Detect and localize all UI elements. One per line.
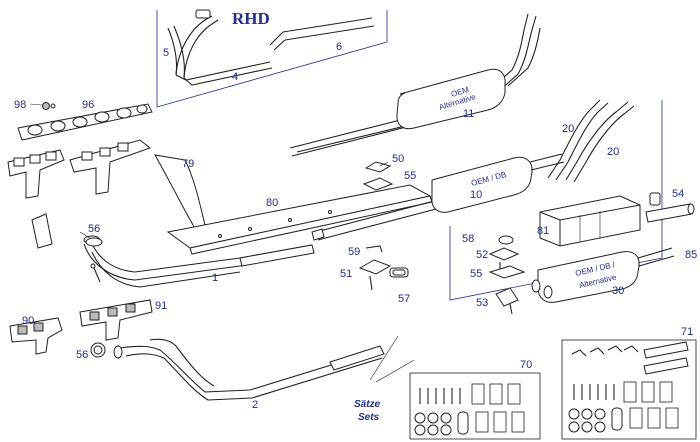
clamp-51 [358,259,392,291]
part-label-10: 10 [470,189,482,201]
heat-shield-81 [539,195,641,247]
rhd-inset: RHD 5 4 6 [156,9,388,108]
part-label-5: 5 [163,47,169,59]
sets-label-en: Sets [358,412,380,423]
bracket-left [31,213,53,249]
part-label-20a: 20 [562,123,574,135]
rear-muffler-11: OEM Alternative [289,13,541,157]
tail-pipes-20 [547,99,635,183]
kit-71-bolts [573,384,615,400]
part-label-55a: 55 [404,170,416,182]
exhaust-manifold-left [7,139,152,199]
part-label-98: 98 [14,99,26,111]
exhaust-manifold-96 [17,103,153,141]
hanger-55 [362,177,394,191]
part-label-79: 79 [182,158,194,170]
part-label-96: 96 [82,99,94,111]
manifold-98 [29,102,56,110]
part-label-2: 2 [252,399,258,411]
part-label-6: 6 [336,41,342,53]
clamp-59 [365,245,383,253]
part-label-53: 53 [476,297,488,309]
sets-callout: Sätze Sets [354,335,415,423]
rhd-label: RHD [232,9,270,28]
middle-muffler-10: OEM / DB [311,153,565,241]
part-label-50: 50 [392,153,404,165]
part-label-51: 51 [340,268,352,280]
part-label-58: 58 [462,233,474,245]
part-label-54: 54 [672,188,684,200]
front-pipe-2 [113,338,385,401]
gasket-58 [498,235,514,245]
kit-71-clamps [571,345,639,357]
heat-shield-80 [166,184,433,255]
part-label-70: 70 [520,359,532,371]
rhd-clamp [195,9,211,19]
part-label-30: 30 [612,285,624,297]
fitting-54 [649,192,661,206]
part-label-56a: 56 [88,223,100,235]
rhd-pipe-4 [167,9,273,86]
bracket-53 [495,287,519,315]
rhd-pipe-6 [269,17,375,51]
bolt-left [90,263,101,283]
front-pipe-1 [83,235,315,288]
kit-70 [409,372,541,440]
kit-70-bolts [419,388,461,404]
part-label-81: 81 [537,225,549,237]
part-label-71: 71 [681,326,693,338]
part-label-55b: 55 [470,268,482,280]
part-label-20b: 20 [607,146,619,158]
clamp-57 [389,267,409,278]
part-label-52: 52 [476,249,488,261]
part-label-80: 80 [266,197,278,209]
part-label-11: 11 [463,108,474,120]
manifold-90 [9,317,63,355]
part-label-91: 91 [155,300,167,312]
heat-shield-79 [154,154,206,231]
hanger-55b [488,265,526,279]
part-label-4: 4 [232,71,238,83]
part-label-59: 59 [348,246,360,258]
part-label-56b: 56 [76,349,88,361]
kit-71 [561,339,697,440]
hanger-50 [364,161,392,173]
manifold-91 [79,299,153,341]
tailpipe-85 [645,203,695,223]
gasket-56b [90,342,106,358]
part-label-57: 57 [398,293,410,305]
part-label-85: 85 [685,249,697,261]
sets-label-de: Sätze [354,399,381,410]
part-label-1: 1 [212,272,218,284]
part-label-90: 90 [22,315,34,327]
gasket-56 [79,231,103,247]
front-muffler-30: OEM / DB / Alternative [531,247,675,303]
